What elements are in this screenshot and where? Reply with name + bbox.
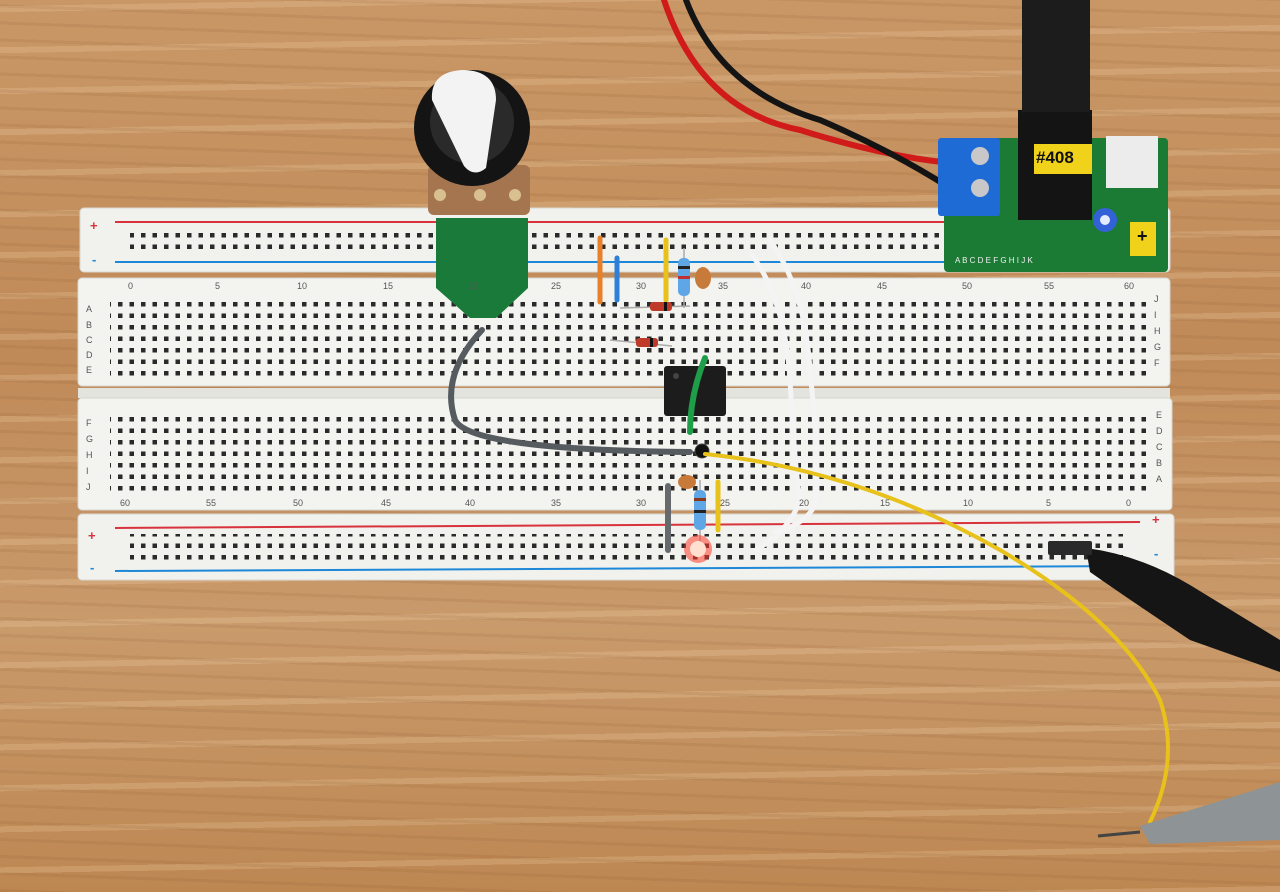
col-num: 55 <box>206 498 217 508</box>
col-num: 55 <box>1044 281 1055 291</box>
center-channel <box>78 388 1170 398</box>
col-num: 25 <box>551 281 562 291</box>
row-letter: I <box>86 466 89 476</box>
row-letter: E <box>86 365 93 375</box>
row-letter: A <box>1156 474 1163 484</box>
resistor-bottom <box>694 480 706 545</box>
row-letter: B <box>86 320 93 330</box>
col-num: 40 <box>801 281 812 291</box>
red-power-wire <box>661 0 945 165</box>
col-num: 20 <box>468 281 479 291</box>
col-num: 35 <box>718 281 729 291</box>
col-num: 5 <box>215 281 221 291</box>
col-num: 60 <box>1124 281 1135 291</box>
col-num: 0 <box>128 281 134 291</box>
row-letter: J <box>86 482 91 492</box>
top-terminal-block <box>77 277 1171 387</box>
white-wire-1 <box>749 252 803 553</box>
diode-2 <box>609 338 673 347</box>
capacitor-bottom <box>678 475 696 489</box>
row-letter: H <box>86 450 93 460</box>
col-num: 30 <box>636 498 647 508</box>
top-rail-minus: - <box>92 252 97 267</box>
row-letter: C <box>1156 442 1163 452</box>
col-num: 15 <box>383 281 394 291</box>
alligator-clip <box>1048 541 1280 672</box>
col-num: 40 <box>465 498 476 508</box>
bottom-rail-minus-right: - <box>1154 546 1159 561</box>
col-num: 25 <box>720 498 731 508</box>
black-power-wire <box>683 0 953 191</box>
col-num: 0 <box>1126 498 1132 508</box>
power-module <box>938 0 1168 272</box>
row-letter: H <box>1154 326 1161 336</box>
bottom-power-rail <box>77 513 1175 581</box>
col-num: 30 <box>636 281 647 291</box>
scope-probe <box>1097 782 1280 844</box>
col-num: 15 <box>880 498 891 508</box>
col-num: 50 <box>962 281 973 291</box>
capacitor-top <box>695 267 711 289</box>
row-letter: B <box>1156 458 1163 468</box>
bottom-rail-minus: - <box>90 560 95 575</box>
row-letter: I <box>1154 310 1157 320</box>
row-letter: G <box>1154 342 1162 352</box>
col-num: 10 <box>963 498 974 508</box>
row-letter: F <box>86 418 92 428</box>
gray-jumper-wire <box>448 327 693 455</box>
top-rail-plus: + <box>90 218 98 233</box>
col-num: 45 <box>381 498 392 508</box>
green-jumper-wire <box>687 355 708 435</box>
row-letter: D <box>86 350 93 360</box>
col-num: 5 <box>1046 498 1052 508</box>
top-power-rail <box>79 207 1171 273</box>
row-letter: F <box>1154 358 1160 368</box>
row-letter: C <box>86 335 93 345</box>
diode-1 <box>619 302 691 311</box>
col-num: 45 <box>877 281 888 291</box>
col-num: 50 <box>293 498 304 508</box>
row-letter: D <box>1156 426 1163 436</box>
yellow-probe-wire <box>703 452 1170 824</box>
row-letter: G <box>86 434 94 444</box>
white-wire-2 <box>767 237 820 535</box>
col-num: 35 <box>551 498 562 508</box>
row-letter: E <box>1156 410 1163 420</box>
power-module-letters: A B C D E F G H I J K <box>955 256 1033 265</box>
col-num: 20 <box>799 498 810 508</box>
power-module-plus: + <box>1137 226 1148 246</box>
bottom-rail-plus-right: + <box>1152 512 1160 527</box>
bottom-terminal-block <box>77 397 1173 511</box>
bottom-rail-plus: + <box>88 528 96 543</box>
red-led <box>684 535 712 563</box>
col-num: 60 <box>120 498 131 508</box>
row-letter: J <box>1154 294 1159 304</box>
potentiometer <box>414 70 530 318</box>
row-letter: A <box>86 304 93 314</box>
col-num: 10 <box>297 281 308 291</box>
resistor-top <box>678 248 690 308</box>
power-module-tag: #408 <box>1036 148 1074 167</box>
